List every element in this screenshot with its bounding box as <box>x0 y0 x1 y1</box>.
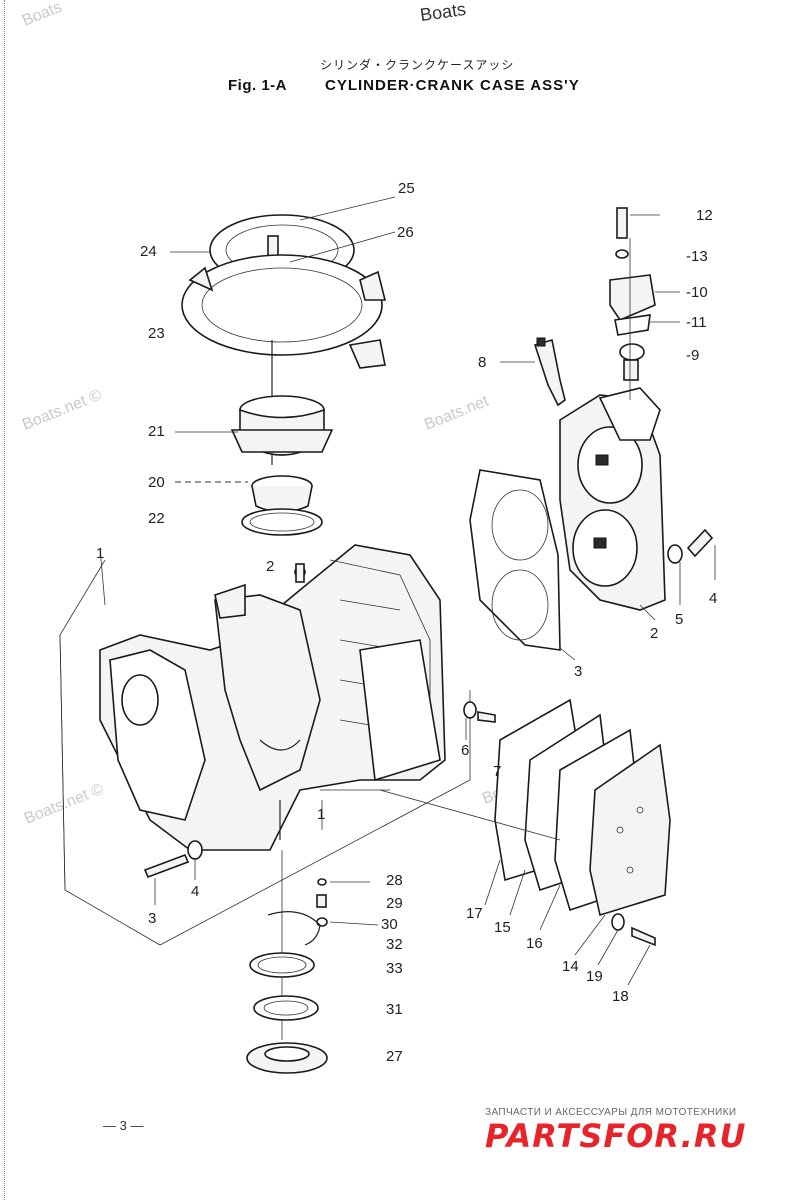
callout-1: 1 <box>317 806 326 823</box>
head-bolt-right <box>667 528 714 564</box>
callout-3: 3 <box>574 663 583 680</box>
leader-lines <box>99 196 716 986</box>
head-gasket <box>469 469 561 651</box>
spark-plug <box>533 337 566 407</box>
japanese-title: シリンダ・クランクケースアッシ <box>320 58 515 72</box>
callout-19: 19 <box>586 968 603 985</box>
callout-10: -10 <box>686 284 708 301</box>
callout-8: 8 <box>478 354 487 371</box>
callout-12: 12 <box>696 207 713 224</box>
exhaust-cover-stack <box>494 698 671 917</box>
lower-seals <box>246 850 328 1074</box>
callout-24: 24 <box>140 243 157 260</box>
callout-33: 33 <box>386 960 403 977</box>
callout-1: 1 <box>96 545 105 562</box>
callout-26: 26 <box>397 224 414 241</box>
assembly-frame <box>59 559 471 946</box>
callout-7: 7 <box>493 763 502 780</box>
callout-14: 14 <box>562 958 579 975</box>
figure-number: Fig. 1-A <box>228 77 287 94</box>
top-cover-assembly <box>181 214 387 465</box>
page-edge-dots <box>4 0 7 1200</box>
callout-32: 32 <box>386 936 403 953</box>
callout-6: 6 <box>461 742 470 759</box>
case-bolt <box>463 701 496 723</box>
callout-27: 27 <box>386 1048 403 1065</box>
callout-2: 2 <box>266 558 275 575</box>
crank-case-body <box>99 544 446 851</box>
callout-23: 23 <box>148 325 165 342</box>
callout-18: 18 <box>612 988 629 1005</box>
ad-logo: PARTSFOR.RU <box>485 1117 747 1155</box>
page-number: — 3 — <box>103 1118 144 1133</box>
callout-2: 2 <box>650 625 659 642</box>
lower-small-parts <box>267 878 328 946</box>
callout-21: 21 <box>148 423 165 440</box>
callout-30: 30 <box>381 916 398 933</box>
callout-22: 22 <box>148 510 165 527</box>
callout-17: 17 <box>466 905 483 922</box>
callout-5: 5 <box>675 611 684 628</box>
thermostat-stack <box>609 207 656 400</box>
callout-31: 31 <box>386 1001 403 1018</box>
callout-4: 4 <box>191 883 200 900</box>
callout-3: 3 <box>148 910 157 927</box>
callout-20: 20 <box>148 474 165 491</box>
callout-25: 25 <box>398 180 415 197</box>
callout-13: -13 <box>686 248 708 265</box>
bearing-housing <box>230 395 334 536</box>
callout-9: -9 <box>686 347 700 364</box>
callout-4: 4 <box>709 590 718 607</box>
callout-29: 29 <box>386 895 403 912</box>
cylinder-head <box>559 387 666 611</box>
lower-bolt <box>143 840 203 879</box>
ad-caption: ЗАПЧАСТИ И АКСЕССУАРЫ ДЛЯ МОТОТЕХНИКИ <box>485 1107 737 1118</box>
cover-bolt <box>611 913 656 947</box>
callout-28: 28 <box>386 872 403 889</box>
callout-15: 15 <box>494 919 511 936</box>
figure-title: CYLINDER·CRANK CASE ASS'Y <box>325 77 580 94</box>
callout-11: -11 <box>686 314 707 331</box>
callout-16: 16 <box>526 935 543 952</box>
